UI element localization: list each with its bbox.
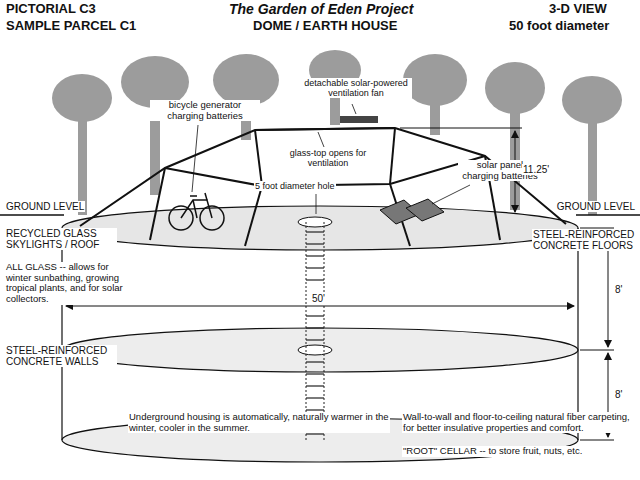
- rung: [306, 397, 324, 398]
- rung: [306, 373, 324, 374]
- dimension-label: 11.25': [522, 164, 550, 175]
- callout-label: bicycle generator charging batteries: [150, 100, 260, 121]
- bicycle-frame: [193, 200, 197, 218]
- dimension-label: 8': [614, 284, 623, 295]
- hole: [298, 217, 332, 227]
- bicycle-seat: [190, 195, 197, 197]
- title-text: The Garden of Eden Project: [228, 2, 414, 18]
- tree: [562, 76, 622, 215]
- roof-floor: [62, 206, 578, 250]
- tree: [52, 74, 112, 215]
- part-label: STEEL-REINFORCED CONCRETE WALLS: [5, 345, 117, 367]
- rung: [306, 409, 324, 410]
- header-text: 50 foot diameter: [508, 19, 610, 34]
- tree-trunk: [588, 112, 597, 215]
- wall-line: [577, 228, 578, 440]
- tree-crown: [403, 54, 467, 106]
- rung: [306, 361, 324, 362]
- rung: [306, 279, 324, 280]
- tree-crown: [485, 62, 545, 114]
- underground: [0, 216, 640, 480]
- rung: [306, 385, 324, 386]
- hole: [298, 345, 332, 355]
- dimension-label: 50': [311, 293, 326, 304]
- rung: [306, 339, 324, 340]
- extension-line: [400, 128, 522, 129]
- leader-line: [316, 194, 317, 214]
- callout-label: detachable solar-powered ventilation fan: [300, 78, 412, 98]
- dimension-line: [66, 306, 574, 307]
- ground-label: GROUND LEVEL: [556, 201, 636, 212]
- ladder: [306, 222, 324, 440]
- wall-line: [61, 228, 62, 440]
- part-label: STEEL-REINFORCED CONCRETE FLOORS: [532, 229, 636, 251]
- trees: [52, 50, 622, 215]
- tree: [403, 54, 467, 135]
- header-text: DOME / EARTH HOUSE: [252, 19, 398, 34]
- dome-frame: [80, 128, 566, 246]
- leader-line: [192, 125, 198, 192]
- ground-line: [0, 214, 64, 216]
- ladder-rail: [324, 222, 325, 440]
- solar-panel: [406, 199, 444, 221]
- callout-label: glass-top opens for ventilation: [282, 148, 374, 168]
- rung: [306, 231, 324, 232]
- bicycle-handle: [205, 193, 207, 200]
- note-text: ALL GLASS -- allows for winter sunbathin…: [5, 262, 125, 305]
- rung: [306, 255, 324, 256]
- dome-top: [255, 128, 395, 130]
- part-label: RECYCLED GLASS SKYLIGHTS / ROOF: [5, 228, 117, 250]
- ground-label: GROUND LEVEL: [5, 201, 85, 212]
- note-text: Wall-to-wall and floor-to-ceiling natura…: [402, 412, 634, 433]
- dimensions: [66, 128, 614, 440]
- leader-line: [432, 185, 470, 204]
- tree: [213, 54, 279, 140]
- dome-outline: [80, 128, 566, 226]
- callout-label: 5 foot diameter hole: [254, 181, 336, 191]
- header-text: PICTORIAL C3: [5, 2, 97, 17]
- ladder-rail: [306, 222, 307, 440]
- leader-line: [352, 104, 356, 114]
- rung: [306, 243, 324, 244]
- dome-strut: [255, 130, 262, 186]
- leader-line: [318, 132, 324, 147]
- dome-strut: [150, 168, 165, 240]
- header-text: 3-D VIEW: [548, 2, 608, 17]
- dome-strut: [390, 128, 395, 184]
- header-text: SAMPLE PARCEL C1: [5, 19, 137, 34]
- extension-line: [580, 350, 614, 351]
- note-text: Underground housing is automatically, na…: [128, 412, 390, 433]
- rung: [306, 433, 324, 434]
- rung: [306, 315, 324, 316]
- middle-floor: [62, 328, 578, 372]
- dome-strut: [245, 186, 262, 246]
- bicycle-frame: [181, 200, 212, 218]
- bicycle: [169, 193, 224, 230]
- extension-line: [580, 440, 614, 441]
- dimension-label: 8': [614, 389, 623, 400]
- tree-crown: [213, 54, 279, 106]
- tree-crown: [52, 74, 112, 122]
- tree-trunk: [78, 110, 87, 215]
- rung: [306, 267, 324, 268]
- rung: [306, 327, 324, 328]
- ladder-rungs: [306, 232, 324, 434]
- tree-crown: [562, 76, 622, 124]
- note-text: "ROOT" CELLAR -- to store fruit, nuts, e…: [402, 446, 612, 457]
- ground-line: [576, 214, 640, 216]
- ventilation-fan: [340, 116, 378, 123]
